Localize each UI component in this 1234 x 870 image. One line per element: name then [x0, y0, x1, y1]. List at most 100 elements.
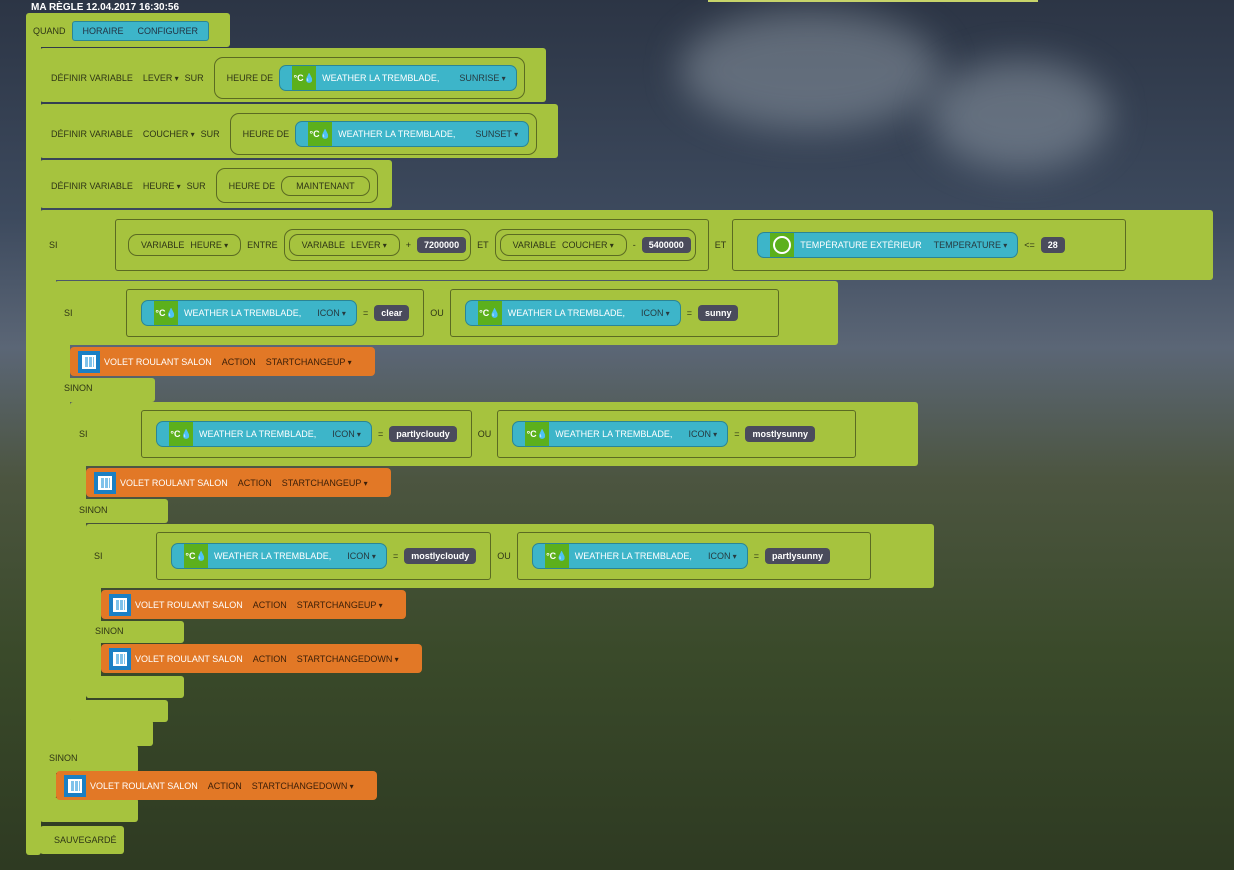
- field-dropdown[interactable]: ICON: [708, 551, 737, 561]
- device-name: VOLET ROULANT SALON: [90, 780, 198, 791]
- action-dropdown[interactable]: STARTCHANGEDOWN: [252, 781, 354, 791]
- equals-operator: =: [686, 308, 692, 318]
- text-input[interactable]: mostlycloudy: [404, 548, 477, 564]
- roller-shutter-icon: [109, 647, 131, 670]
- text-input[interactable]: clear: [374, 305, 410, 321]
- field-dropdown[interactable]: ICON: [317, 308, 346, 318]
- weather-icon: °C💧: [308, 122, 333, 146]
- device-name: VOLET ROULANT SALON: [120, 477, 228, 488]
- saved-status: SAUVEGARDÉ: [54, 835, 117, 845]
- roller-shutter-icon: [94, 471, 116, 494]
- weather-icon: °C💧: [525, 422, 550, 446]
- number-input[interactable]: 7200000: [417, 237, 467, 253]
- variable-dropdown[interactable]: HEURE: [143, 181, 181, 191]
- schedule-config-input[interactable]: HORAIRE CONFIGURER: [71, 21, 210, 41]
- variable-label: VARIABLE: [512, 240, 556, 250]
- roller-shutter-icon: [64, 774, 86, 797]
- else-2-bar: [70, 499, 168, 523]
- roller-shutter-icon: [109, 593, 131, 616]
- sur-label: SUR: [200, 129, 220, 139]
- device-name: WEATHER LA TREMBLADE,: [507, 308, 625, 318]
- action-dropdown[interactable]: STARTCHANGEUP: [282, 478, 368, 488]
- variable-dropdown[interactable]: LEVER: [143, 73, 179, 83]
- text-input[interactable]: sunny: [697, 305, 739, 321]
- if-label: SI: [79, 429, 88, 439]
- blind-action-block[interactable]: VOLET ROULANT SALON ACTION STARTCHANGEUP: [70, 347, 375, 376]
- and-label: ET: [714, 240, 727, 250]
- configure-button[interactable]: CONFIGURER: [137, 26, 199, 36]
- action-label: ACTION: [237, 477, 272, 488]
- action-label: ACTION: [221, 356, 256, 367]
- time-of-label: HEURE DE: [242, 129, 290, 139]
- if-label: SI: [64, 308, 73, 318]
- weather-icon: °C💧: [184, 544, 208, 568]
- action-label: ACTION: [252, 599, 287, 610]
- device-name: VOLET ROULANT SALON: [135, 599, 243, 610]
- sur-label: SUR: [184, 73, 204, 83]
- weather-icon: °C💧: [544, 544, 569, 568]
- define-variable-label: DÉFINIR VARIABLE: [51, 180, 133, 191]
- blind-action-block[interactable]: VOLET ROULANT SALON ACTION STARTCHANGEUP: [86, 468, 391, 497]
- blind-action-block[interactable]: VOLET ROULANT SALON ACTION STARTCHANGEUP: [101, 590, 406, 619]
- variable-dropdown[interactable]: HEURE: [190, 240, 228, 250]
- gauge-icon: [770, 233, 795, 257]
- number-input[interactable]: 5400000: [641, 237, 691, 253]
- blind-action-block[interactable]: VOLET ROULANT SALON ACTION STARTCHANGEDOWN: [56, 771, 377, 800]
- field-dropdown[interactable]: ICON: [688, 429, 717, 439]
- if-label: SI: [94, 551, 103, 561]
- time-of-label: HEURE DE: [228, 180, 276, 191]
- field-dropdown[interactable]: ICON: [347, 551, 376, 561]
- device-name: WEATHER LA TREMBLADE,: [184, 308, 302, 318]
- field-dropdown[interactable]: TEMPERATURE: [934, 240, 1008, 250]
- text-input[interactable]: mostlysunny: [745, 426, 815, 442]
- now-block[interactable]: MAINTENANT: [281, 175, 370, 196]
- number-input[interactable]: 28: [1040, 237, 1065, 253]
- if-2-end: [70, 700, 168, 722]
- device-name: VOLET ROULANT SALON: [104, 356, 212, 367]
- field-dropdown[interactable]: SUNSET: [475, 129, 518, 139]
- top-edge-block: [708, 0, 1038, 2]
- device-name: WEATHER LA TREMBLADE,: [574, 551, 692, 561]
- schedule-label: HORAIRE: [82, 26, 124, 36]
- text-input[interactable]: partlysunny: [764, 548, 830, 564]
- action-dropdown[interactable]: STARTCHANGEUP: [266, 357, 352, 367]
- else-1-bar: [55, 378, 155, 402]
- variable-dropdown[interactable]: COUCHER: [562, 240, 614, 250]
- if-1-arm: [55, 340, 70, 745]
- or-label: OU: [430, 308, 444, 318]
- if-main-end: [40, 798, 138, 822]
- device-name: WEATHER LA TREMBLADE,: [199, 429, 317, 439]
- equals-operator: =: [377, 429, 384, 439]
- text-input[interactable]: partlycloudy: [389, 426, 457, 442]
- action-label: ACTION: [252, 653, 287, 664]
- sur-label: SUR: [186, 180, 206, 191]
- weather-icon: °C💧: [154, 301, 178, 325]
- variable-dropdown[interactable]: COUCHER: [143, 129, 195, 139]
- field-dropdown[interactable]: SUNRISE: [459, 73, 505, 83]
- equals-operator: =: [392, 551, 399, 561]
- variable-dropdown[interactable]: LEVER: [351, 240, 387, 250]
- equals-operator: =: [734, 429, 740, 439]
- equals-operator: =: [362, 308, 369, 318]
- field-dropdown[interactable]: ICON: [332, 429, 361, 439]
- define-variable-label: DÉFINIR VARIABLE: [51, 73, 133, 83]
- weather-icon: °C💧: [292, 66, 317, 90]
- rule-body-arm: [26, 40, 41, 855]
- variable-label: VARIABLE: [141, 240, 185, 250]
- if-1-end: [55, 720, 153, 746]
- else-main-bar: [40, 745, 138, 773]
- action-label: ACTION: [207, 780, 242, 791]
- else-label: SINON: [79, 505, 108, 515]
- else-label: SINON: [95, 626, 124, 636]
- else-label: SINON: [64, 383, 93, 393]
- or-label: OU: [497, 551, 511, 561]
- if-main-arm: [40, 270, 56, 800]
- device-name: TEMPÉRATURE EXTÉRIEUR: [800, 240, 922, 250]
- rule-title: MA RÈGLE 12.04.2017 16:30:56: [31, 2, 180, 13]
- action-dropdown[interactable]: STARTCHANGEDOWN: [297, 654, 399, 664]
- action-dropdown[interactable]: STARTCHANGEUP: [297, 600, 383, 610]
- field-dropdown[interactable]: ICON: [641, 308, 670, 318]
- compare-operator: <=: [1024, 240, 1035, 250]
- roller-shutter-icon: [78, 350, 100, 373]
